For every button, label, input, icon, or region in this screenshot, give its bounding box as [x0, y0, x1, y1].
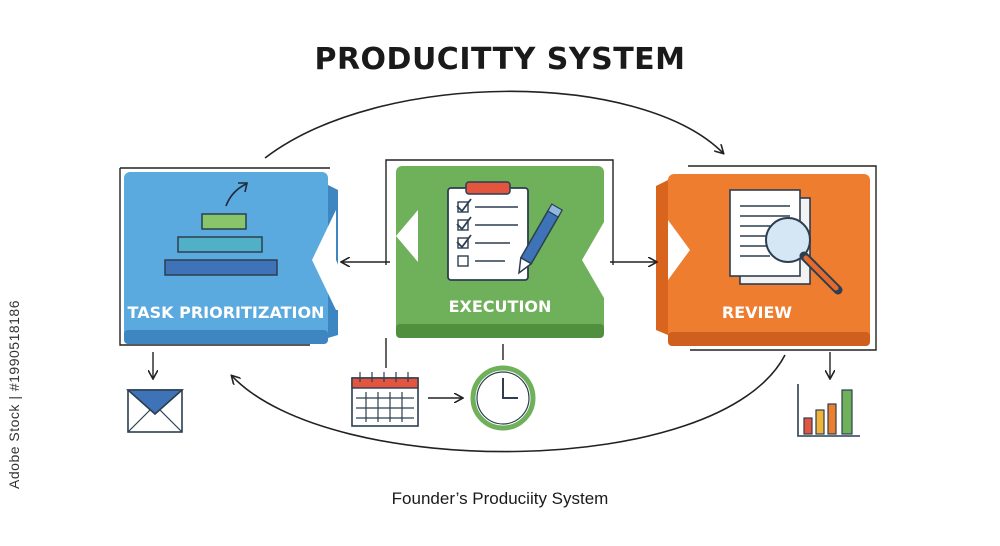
card-label-review: REVIEW — [722, 303, 793, 322]
cycle-arc-top — [264, 90, 723, 159]
card-review[interactable]: REVIEW — [656, 174, 870, 346]
magnifier-document-icon — [729, 189, 843, 295]
page-title: PRODUCITTY SYSTEM — [314, 42, 686, 77]
frame-exec — [385, 159, 614, 265]
pyramid-icon — [164, 182, 278, 276]
bar-chart-icon — [797, 384, 860, 437]
clock-icon — [470, 365, 536, 431]
caption: Founder’s Produciity System — [391, 489, 609, 508]
cycle-arc-bottom — [232, 354, 786, 453]
frame-review — [688, 165, 877, 351]
card-task-prioritization[interactable]: TASK PRIORITIZATION — [124, 172, 338, 344]
card-label-task: TASK PRIORITIZATION — [128, 303, 325, 322]
envelope-icon — [125, 389, 185, 433]
card-execution[interactable]: EXECUTION — [312, 166, 604, 338]
calendar-icon — [351, 372, 419, 427]
card-label-execution: EXECUTION — [449, 297, 552, 316]
frame-task — [119, 167, 330, 346]
clipboard-icon — [447, 181, 564, 281]
